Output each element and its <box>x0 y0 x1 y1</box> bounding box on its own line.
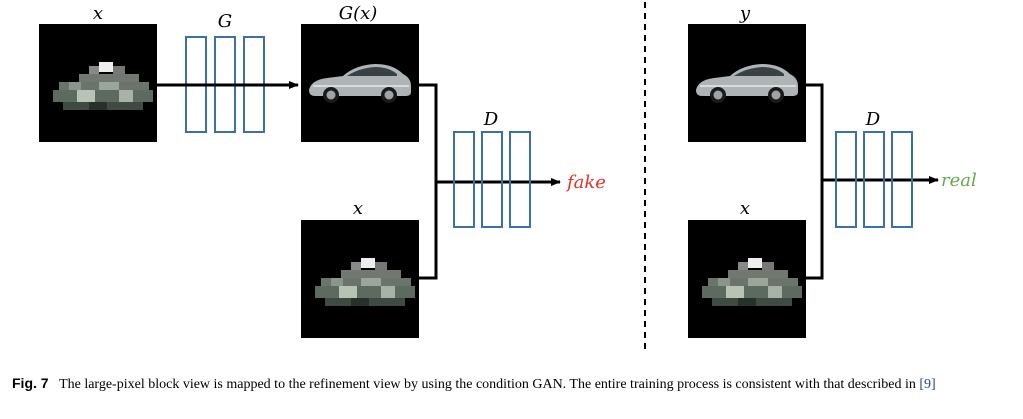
connector-lines-right <box>806 83 824 280</box>
real-image <box>687 23 807 143</box>
condition-pixelated-image-right <box>688 220 806 338</box>
input-label: x <box>93 3 103 24</box>
discriminator-label-left: D <box>483 109 499 130</box>
discriminator-blocks-left <box>453 131 531 228</box>
generated-label: G(x) <box>339 3 378 24</box>
real-label: real <box>941 170 977 191</box>
generated-image <box>300 23 420 143</box>
gan-figure: x G G(x) x D fake y x D real <box>39 2 977 352</box>
discriminator-blocks-right <box>835 131 913 228</box>
caption-text: The large-pixel block view is mapped to … <box>59 377 920 392</box>
generator-label: G <box>218 11 232 32</box>
caption-reference-link[interactable]: [9] <box>919 377 936 392</box>
input-pixelated-image <box>39 24 157 142</box>
discriminator-label-right: D <box>865 109 881 130</box>
fake-label: fake <box>565 172 606 193</box>
caption-label: Fig. 7 <box>12 375 49 391</box>
real-image-label: y <box>739 3 751 24</box>
condition-label-right: x <box>740 198 750 219</box>
connector-lines-left <box>419 83 438 280</box>
condition-label-left: x <box>353 198 363 219</box>
figure-caption: Fig. 7 The large-pixel block view is map… <box>12 374 1012 394</box>
condition-pixelated-image-left <box>301 220 419 338</box>
